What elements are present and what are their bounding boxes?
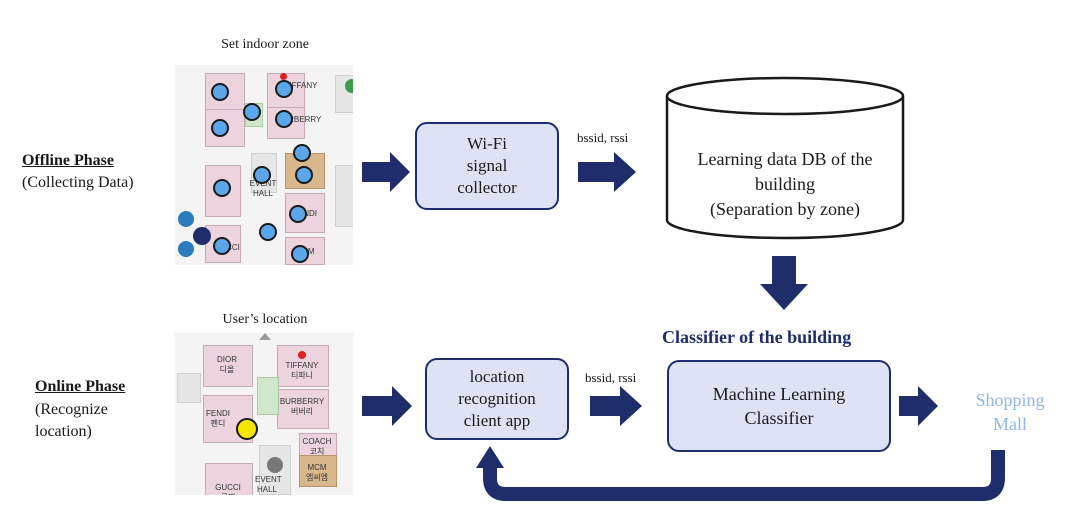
store-label-coach: COACH 코치 <box>302 437 332 456</box>
map-room <box>205 165 241 217</box>
map-room <box>299 455 337 487</box>
ml-classifier-box: Machine Learning Classifier <box>667 360 891 452</box>
map-room <box>257 377 279 415</box>
map-room <box>205 463 253 495</box>
zone-point <box>213 237 231 255</box>
zone-point <box>211 119 229 137</box>
arrow-map-to-collector <box>362 152 410 192</box>
client-app-text: location recognition client app <box>458 367 536 430</box>
shopping-mall-label: Shopping Mall <box>975 390 1045 434</box>
store-label-gucci: GUCCI 구찌 <box>215 483 241 495</box>
online-map-caption: User’s location <box>222 312 308 327</box>
location-recognition-client-app-box: location recognition client app <box>425 358 569 440</box>
arrow-map-to-client <box>362 386 412 426</box>
offline-store-label: BURBERRY <box>277 115 322 124</box>
arrow-collector-to-db <box>578 152 636 192</box>
learning-data-db-text: Learning data DB of the building (Separa… <box>697 149 873 219</box>
zone-point <box>243 103 261 121</box>
zone-point <box>275 110 293 128</box>
offline-map-caption: Set indoor zone <box>221 37 309 52</box>
store-label-dior: DIOR 디올 <box>217 355 237 374</box>
online-floor-map: DIOR 디올 TIFFANY 티파니 FENDI 펜디 BURBERRY 버버… <box>175 333 353 495</box>
online-edge-label: bssid, rssi <box>585 370 637 385</box>
zone-point <box>259 223 277 241</box>
location-marker-icon <box>280 73 287 80</box>
offline-store-label: TIFFANY <box>284 81 318 90</box>
map-room <box>203 345 253 387</box>
arrow-db-to-classifier <box>760 256 808 310</box>
escalator-icon <box>178 211 194 227</box>
wifi-signal-collector-box: Wi-Fi signal collector <box>415 122 559 210</box>
ml-classifier-text: Machine Learning Classifier <box>712 384 846 428</box>
online-phase-subtitle-2: location) <box>35 423 92 440</box>
elevator-icon <box>193 227 211 245</box>
map-room <box>177 373 201 403</box>
user-location-dot <box>236 418 258 440</box>
feedback-arrow-path <box>483 450 1005 501</box>
location-marker-icon <box>298 351 306 359</box>
zone-point <box>289 205 307 223</box>
zone-point <box>275 80 293 98</box>
map-room <box>335 165 353 227</box>
store-label-burberry: BURBERRY 버버리 <box>279 397 325 416</box>
zone-point <box>295 166 313 184</box>
offline-floor-map: TIFFANY BURBERRY EVENT HALL FENDI MCM GU… <box>175 65 353 265</box>
store-label-fendi: FENDI 펜디 <box>206 409 230 428</box>
online-phase-title: Online Phase <box>35 378 126 395</box>
online-phase-subtitle-1: (Recognize <box>35 401 108 418</box>
store-label-tiffany: TIFFANY 티파니 <box>285 361 319 380</box>
map-room <box>277 389 329 429</box>
feedback-arrow-head <box>476 446 504 468</box>
offline-edge-label: bssid, rssi <box>577 130 629 145</box>
zone-point <box>291 245 309 263</box>
zone-point <box>253 166 271 184</box>
offline-phase-title: Offline Phase <box>22 152 114 169</box>
arrow-client-to-classifier <box>590 386 642 426</box>
learning-data-db-cylinder <box>665 76 905 240</box>
north-arrow-icon <box>259 333 271 340</box>
store-label-mcm: MCM 엠씨엠 <box>305 463 329 482</box>
store-label-event-hall: EVENT HALL <box>255 475 282 494</box>
escalator-icon <box>267 457 283 473</box>
classifier-title: Classifier of the building <box>662 327 852 347</box>
wifi-signal-collector-text: Wi-Fi signal collector <box>457 134 517 197</box>
zone-point <box>213 179 231 197</box>
offline-phase-subtitle: (Collecting Data) <box>22 174 134 191</box>
arrow-classifier-to-mall <box>899 386 938 426</box>
zone-point <box>293 144 311 162</box>
escalator-icon <box>178 241 194 257</box>
info-icon <box>345 79 353 93</box>
zone-point <box>211 83 229 101</box>
